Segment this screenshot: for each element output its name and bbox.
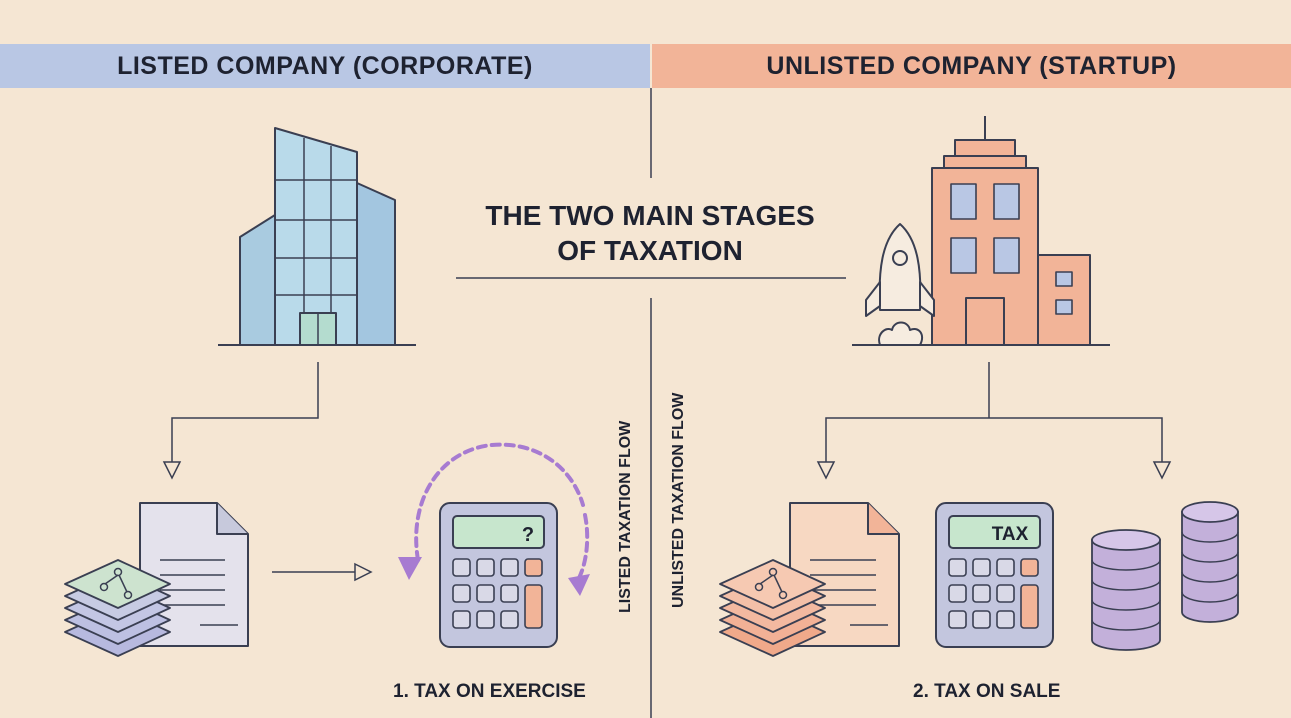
rocket-icon [865, 223, 935, 346]
listed-flow-label: LISTED TAXATION FLOW [617, 420, 634, 613]
unlisted-company-header: UNLISTED COMPANY (STARTUP) [652, 44, 1291, 88]
share-certificates-stack-icon-sale [719, 559, 826, 657]
coin-stacks-icon [1091, 501, 1239, 651]
corporate-building-icon [218, 127, 416, 346]
calculator-icon-exercise [439, 502, 558, 648]
diagram-title: THE TWO MAIN STAGES OF TAXATION [440, 198, 860, 268]
exercise-cycle-arrows [414, 442, 590, 582]
unlisted-flow-connector [816, 362, 1172, 480]
startup-building-icon [852, 116, 1110, 346]
cycle-arrowhead-right [568, 574, 590, 596]
listed-company-header: LISTED COMPANY (CORPORATE) [0, 44, 650, 88]
tax-on-sale-caption: 2. TAX ON SALE [913, 681, 1061, 702]
listed-flow-connector [162, 362, 319, 480]
diagram-title-line1: THE TWO MAIN STAGES [485, 200, 815, 231]
tax-on-exercise-caption: 1. TAX ON EXERCISE [393, 681, 586, 702]
calculator-display-tax: TAX [992, 524, 1029, 545]
arrow-to-calculator [272, 562, 373, 582]
calculator-icon-sale [935, 502, 1054, 648]
cycle-arrowhead-left [398, 557, 422, 580]
unlisted-flow-label: UNLISTED TAXATION FLOW [670, 392, 687, 608]
share-certificates-stack-icon [64, 559, 171, 657]
diagram-title-line2: OF TAXATION [557, 235, 743, 266]
calculator-display-question: ? [522, 524, 534, 546]
